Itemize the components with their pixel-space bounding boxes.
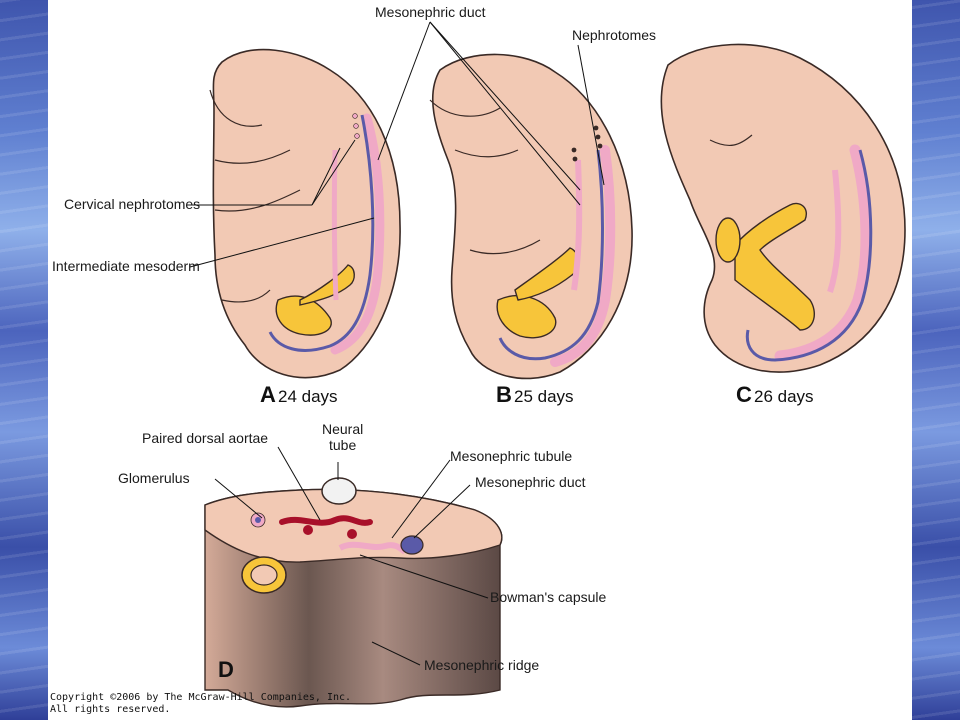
label-mesonephric-ridge: Mesonephric ridge [424, 657, 539, 673]
label-neural-tube-line1: Neural [322, 421, 363, 437]
label-mesonephric-tubule: Mesonephric tubule [450, 448, 572, 464]
label-mesonephric-duct-top: Mesonephric duct [375, 4, 486, 20]
panel-letter-a: A [260, 382, 276, 407]
embryo-a [209, 48, 401, 379]
label-paired-dorsal-aortae: Paired dorsal aortae [142, 430, 268, 446]
copyright-line-1: Copyright ©2006 by The McGraw-Hill Compa… [50, 692, 352, 703]
panel-letter-c: C [736, 382, 752, 407]
copyright-notice: Copyright ©2006 by The McGraw-Hill Compa… [50, 692, 351, 716]
panel-days-c: 26 days [754, 387, 814, 406]
label-nephrotomes: Nephrotomes [572, 27, 656, 43]
label-neural-tube-line2: tube [329, 437, 356, 453]
copyright-line-2: All rights reserved. [50, 704, 171, 715]
label-bowmans-capsule: Bowman's capsule [490, 589, 607, 605]
panel-letter-b: B [496, 382, 512, 407]
embryo-b [429, 53, 633, 380]
leader-lines-top [189, 21, 605, 268]
label-mesonephric-duct-d: Mesonephric duct [475, 474, 586, 490]
embryo-c [660, 43, 906, 373]
label-cervical-nephrotomes: Cervical nephrotomes [64, 196, 200, 212]
label-glomerulus: Glomerulus [118, 470, 190, 486]
panel-days-a: 24 days [278, 387, 338, 406]
panel-letter-d: D [218, 657, 234, 682]
label-intermediate-mesoderm: Intermediate mesoderm [52, 258, 200, 274]
cross-section-d [204, 477, 503, 708]
panel-days-b: 25 days [514, 387, 574, 406]
leader-lines-d [214, 446, 489, 666]
